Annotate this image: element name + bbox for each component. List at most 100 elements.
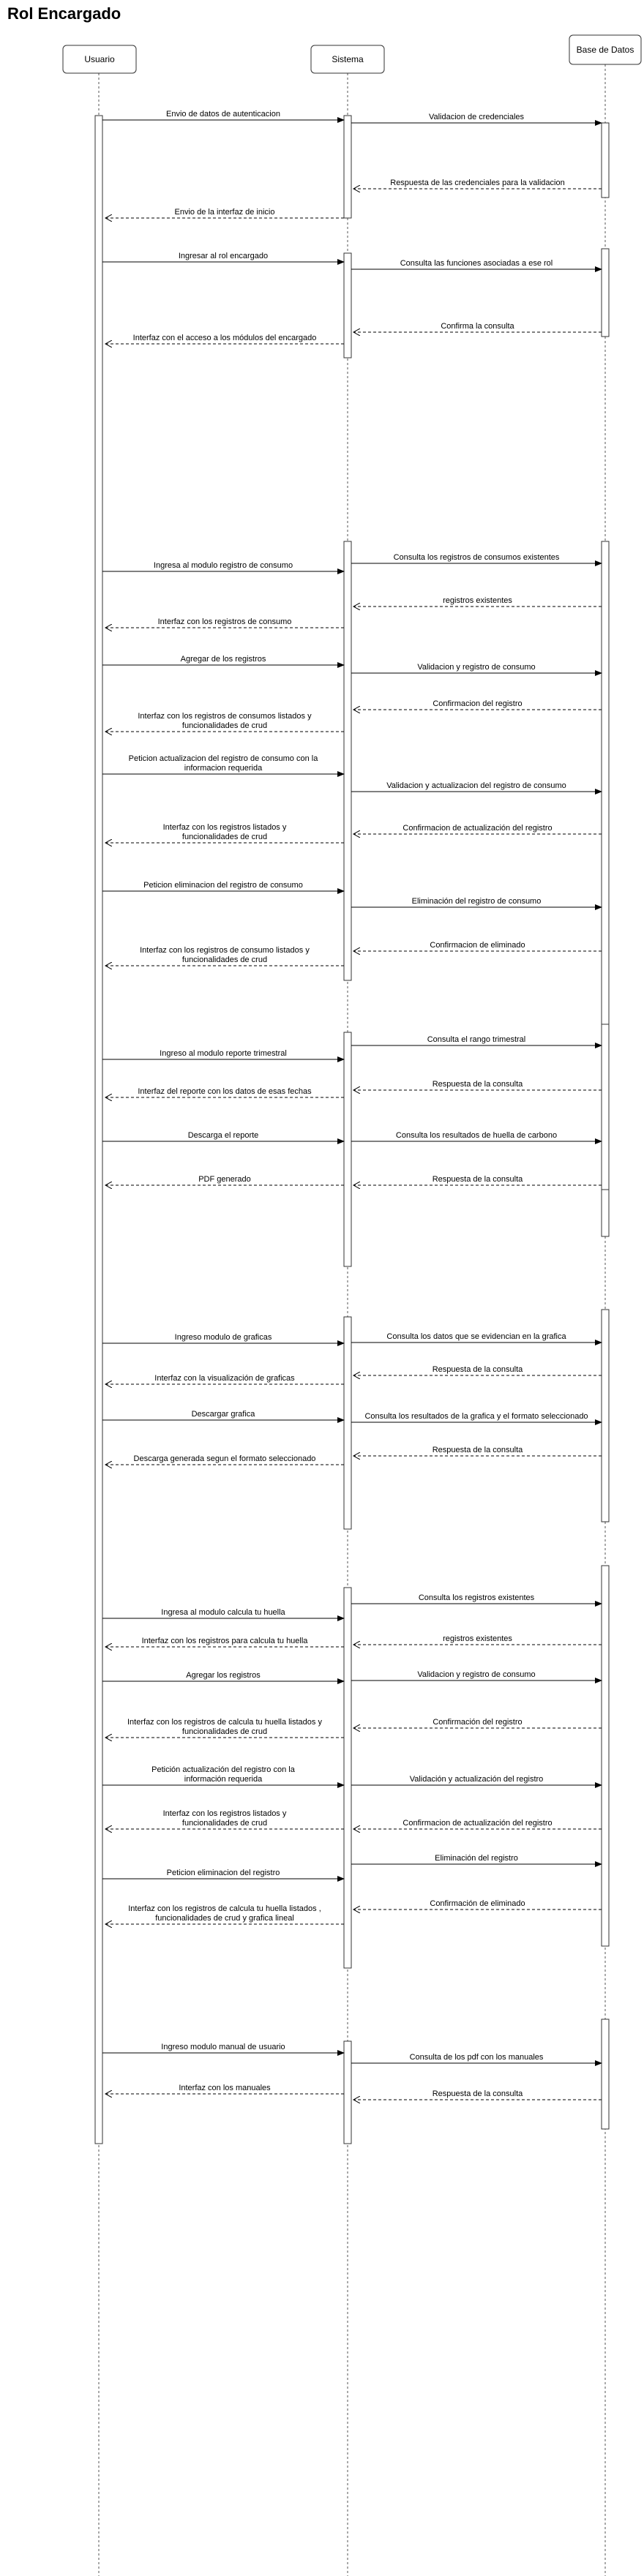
message-label: PDF generado (198, 1175, 251, 1184)
message-label: registros existentes (443, 1634, 512, 1643)
activation-base-de-datos (601, 1309, 610, 1522)
message-label: Interfaz con los manuales (179, 2084, 271, 2092)
message-call: Validación y actualización del registro (351, 1775, 602, 1788)
message-reply: Interfaz con los registros para calcula … (105, 1637, 344, 1647)
message-call: Consulta las funciones asociadas a ese r… (351, 259, 602, 272)
message-label: Peticion eliminacion del registro de con… (143, 881, 303, 890)
message-call: Consulta el rango trimestral (351, 1035, 602, 1048)
actor-label: Sistema (332, 54, 364, 64)
message-label: Respuesta de la consulta (433, 1365, 523, 1374)
message-reply: Respuesta de la consulta (353, 1446, 602, 1456)
message-label: Confirmacion de actualización del regist… (402, 1819, 552, 1828)
message-call: Agregar de los registros (102, 655, 345, 668)
message-reply: Confirma la consulta (353, 322, 602, 332)
message-reply: PDF generado (105, 1175, 344, 1185)
activation-base-de-datos (601, 2019, 610, 2130)
message-label: Interfaz con los registros de calcula tu… (128, 1904, 321, 1923)
message-label: Descarga el reporte (188, 1131, 259, 1140)
message-label: Interfaz con los registros para calcula … (142, 1637, 309, 1645)
message-reply: Interfaz con el acceso a los módulos del… (105, 334, 344, 344)
message-call: Descargar grafica (102, 1410, 345, 1423)
message-call: Envio de datos de autenticacion (102, 110, 345, 123)
activation-sistema (343, 1316, 352, 1530)
message-label: Validacion y actualizacion del registro … (386, 781, 566, 790)
message-reply: Interfaz con los manuales (105, 2084, 344, 2094)
message-reply: Respuesta de la consulta (353, 1175, 602, 1185)
message-reply: Interfaz del reporte con los datos de es… (105, 1087, 344, 1097)
actor-label: Usuario (84, 54, 115, 64)
activation-base-de-datos (601, 541, 610, 1237)
activation-sistema (343, 1587, 352, 1969)
message-reply: Interfaz con los registros de calcula tu… (105, 1904, 344, 1924)
message-label: Consulta los datos que se evidencian en … (386, 1332, 566, 1341)
message-label: Descarga generada segun el formato selec… (134, 1454, 316, 1463)
message-call: Eliminación del registro de consumo (351, 897, 602, 910)
message-label: Respuesta de la consulta (433, 2089, 523, 2098)
message-label: Confirma la consulta (441, 322, 514, 331)
message-label: Interfaz con los registros de consumos l… (138, 712, 312, 730)
diagram-title: Rol Encargado (7, 4, 121, 23)
activation-sistema (343, 541, 352, 981)
message-label: Ingreso al modulo reporte trimestral (160, 1049, 287, 1058)
message-reply: Confirmación del registro (353, 1718, 602, 1728)
activation-usuario (94, 115, 103, 2144)
message-label: Peticion eliminacion del registro (167, 1869, 280, 1877)
message-label: Agregar los registros (186, 1671, 261, 1680)
message-label: Respuesta de la consulta (433, 1080, 523, 1089)
message-reply: Interfaz con los registros de consumo li… (105, 946, 344, 966)
message-reply: Interfaz con los registros de calcula tu… (105, 1718, 344, 1738)
message-reply: Respuesta de las credenciales para la va… (353, 179, 602, 189)
message-call: Ingresar al rol encargado (102, 252, 345, 265)
message-reply: registros existentes (353, 596, 602, 607)
message-reply: Interfaz con los registros de consumo (105, 617, 344, 628)
message-call: Consulta los resultados de huella de car… (351, 1131, 602, 1144)
message-call: Ingresa al modulo calcula tu huella (102, 1608, 345, 1621)
message-call: Descarga el reporte (102, 1131, 345, 1144)
message-call: Validacion y registro de consumo (351, 1670, 602, 1683)
message-label: Interfaz con los registros de consumo li… (140, 946, 310, 964)
message-label: Ingresa al modulo calcula tu huella (161, 1608, 285, 1617)
message-label: Eliminación del registro de consumo (412, 897, 542, 906)
activation-base-de-datos (601, 248, 610, 337)
message-call: Validacion y actualizacion del registro … (351, 781, 602, 795)
message-label: Validacion y registro de consumo (417, 1670, 535, 1679)
message-label: Respuesta de la consulta (433, 1446, 523, 1454)
activation-sistema (343, 252, 352, 358)
message-label: Confirmación del registro (433, 1718, 522, 1727)
message-reply: Confirmacion de actualización del regist… (353, 1819, 602, 1829)
message-call: Ingresa al modulo registro de consumo (102, 561, 345, 574)
message-label: Interfaz con la visualización de grafica… (154, 1374, 295, 1383)
message-call: Peticion actualizacion del registro de c… (102, 754, 345, 777)
message-label: Validacion y registro de consumo (417, 663, 535, 672)
message-reply: Respuesta de la consulta (353, 1080, 602, 1090)
message-reply: Respuesta de la consulta (353, 2089, 602, 2100)
activation-base-de-datos (601, 1024, 610, 1190)
message-label: Envio de datos de autenticacion (166, 110, 280, 119)
message-label: Validacion de credenciales (429, 113, 525, 121)
message-call: Ingreso modulo manual de usuario (102, 2043, 345, 2056)
message-label: Respuesta de la consulta (433, 1175, 523, 1184)
message-label: Respuesta de las credenciales para la va… (390, 179, 564, 187)
message-label: Interfaz con el acceso a los módulos del… (133, 334, 317, 342)
actor-usuario: Usuario (62, 45, 137, 74)
activation-sistema (343, 1032, 352, 1267)
message-call: Consulta los registros existentes (351, 1593, 602, 1607)
message-label: Consulta el rango trimestral (427, 1035, 526, 1044)
message-label: Consulta los registros de consumos exist… (394, 553, 560, 562)
message-label: Consulta los registros existentes (419, 1593, 535, 1602)
actor-base-de-datos: Base de Datos (569, 34, 642, 65)
message-label: Consulta los resultados de la grafica y … (364, 1412, 588, 1421)
message-label: Consulta de los pdf con los manuales (410, 2053, 544, 2062)
message-reply: Envio de la interfaz de inicio (105, 208, 344, 218)
message-call: Validacion de credenciales (351, 113, 602, 126)
actor-label: Base de Datos (577, 45, 634, 55)
activation-base-de-datos (601, 122, 610, 198)
message-label: Envio de la interfaz de inicio (175, 208, 275, 217)
message-call: Peticion eliminacion del registro de con… (102, 881, 345, 894)
message-reply: Respuesta de la consulta (353, 1365, 602, 1375)
message-label: Confirmacion de eliminado (430, 941, 525, 950)
message-call: Eliminación del registro (351, 1854, 602, 1867)
